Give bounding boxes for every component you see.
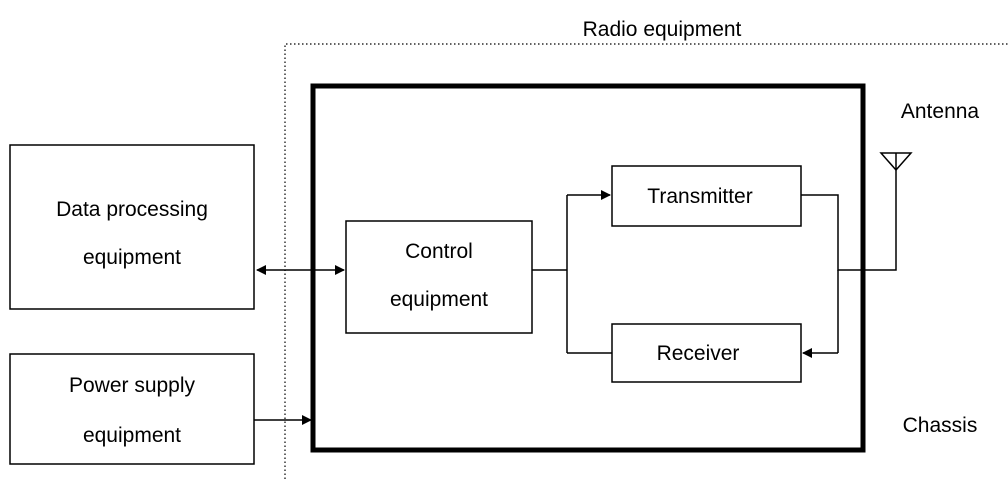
power-supply-box [9,353,255,465]
receiver-label: Receiver [657,342,740,365]
antenna-icon [879,152,913,172]
power-supply-line2: equipment [83,424,181,447]
control-box [345,220,533,334]
transmitter-box [611,165,802,227]
data-processing-line2: equipment [83,246,181,269]
chassis-box [310,83,866,453]
radio-equipment-boundary [284,43,1008,479]
antenna-label: Antenna [901,100,980,123]
control-line2: equipment [390,288,488,311]
transmitter-to-antenna-line [801,170,897,271]
transmitter-label: Transmitter [647,185,752,208]
chassis-label: Chassis [903,414,978,437]
data-processing-box [9,144,255,310]
data-processing-line1: Data processing [56,198,208,221]
power-supply-line1: Power supply [69,374,196,397]
control-line1: Control [405,240,473,263]
radio-equipment-label: Radio equipment [583,18,742,41]
